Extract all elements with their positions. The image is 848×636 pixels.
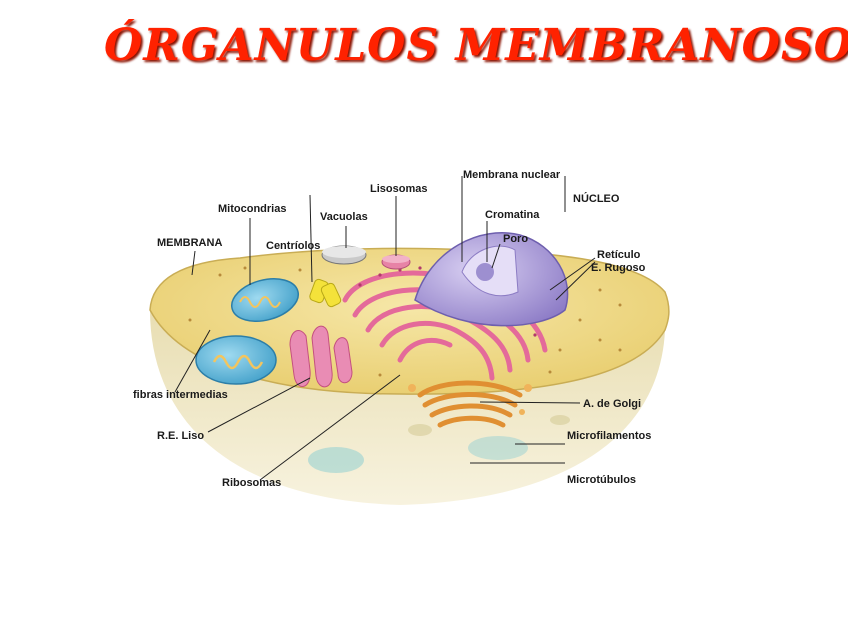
label-mitocondrias: Mitocondrias [218,203,287,215]
page-title: ÓRGANULOS MEMBRANOSOS [104,20,848,71]
lower-vesicle [408,424,432,436]
label-centriolos: Centríolos [266,240,321,252]
label-nucleo: NÚCLEO [573,193,620,205]
label-cromatina: Cromatina [485,209,540,221]
label-re-liso: R.E. Liso [157,430,205,442]
label-lisosomas: Lisosomas [370,183,428,195]
label-ribosomas: Ribosomas [222,477,282,489]
ribosomes [188,266,622,377]
leader-lines [174,176,596,481]
label-a-golgi: A. de Golgi [583,398,642,410]
lysosome [381,254,411,270]
vacuole [321,245,367,265]
label-membrana: MEMBRANA [157,237,223,249]
label-microfilamentos: Microfilamentos [567,430,652,442]
nucleus [414,232,569,327]
golgi-apparatus [417,380,523,428]
golgi-vesicles [408,384,532,415]
smooth-er [289,325,353,388]
label-fibras-intermedias: fibras intermedias [133,389,228,401]
label-reticulo: Retículo [597,249,641,261]
cell-lower-body [150,310,665,505]
label-poro: Poro [503,233,529,245]
nucleolus [476,263,494,281]
label-vacuolas: Vacuolas [320,211,368,223]
label-e-rugoso: E. Rugoso [591,262,646,274]
lower-vesicle [468,436,528,460]
lower-vesicle [308,447,364,473]
mitochondria [195,278,299,385]
label-microtubulos: Microtúbulos [567,474,637,486]
centrioles [309,278,342,308]
lower-vesicle [550,415,570,425]
label-membrana-nuclear: Membrana nuclear [463,169,561,181]
